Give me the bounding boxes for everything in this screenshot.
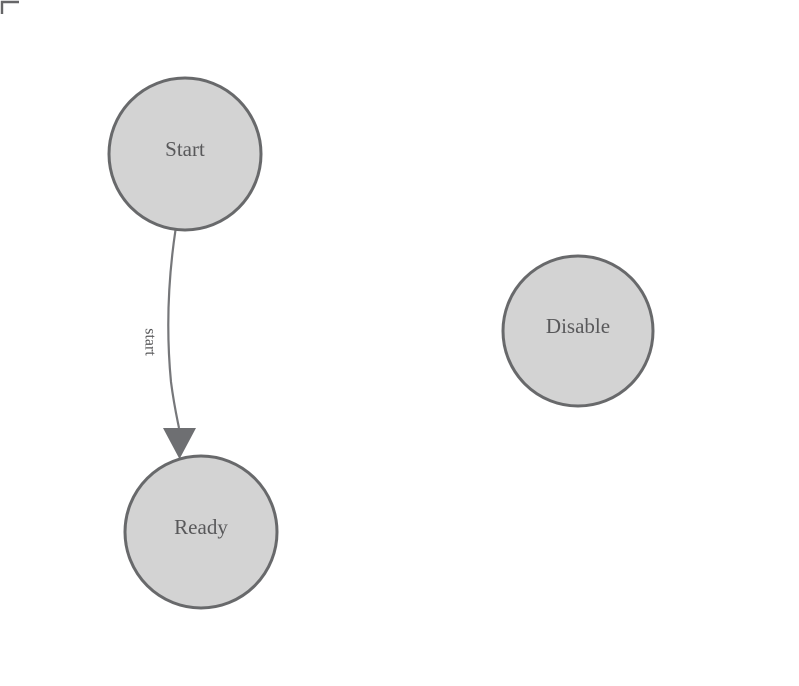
state-node-disable-label: Disable bbox=[546, 314, 610, 338]
state-node-start-label: Start bbox=[165, 137, 205, 161]
state-node-start[interactable]: Start bbox=[107, 76, 263, 232]
transition-label-start: start bbox=[141, 328, 158, 356]
state-node-ready-circle[interactable] bbox=[123, 454, 279, 610]
state-node-disable-circle[interactable] bbox=[501, 254, 655, 408]
arrowhead-icon bbox=[163, 428, 196, 459]
crop-mark-icon bbox=[0, 0, 19, 14]
state-node-ready-label: Ready bbox=[174, 515, 228, 539]
state-node-ready[interactable]: Ready bbox=[123, 454, 279, 610]
transition-start-to-ready[interactable]: start bbox=[141, 229, 196, 459]
state-node-start-circle[interactable] bbox=[107, 76, 263, 232]
transition-edge-line bbox=[167, 229, 181, 429]
state-node-disable[interactable]: Disable bbox=[501, 254, 655, 408]
